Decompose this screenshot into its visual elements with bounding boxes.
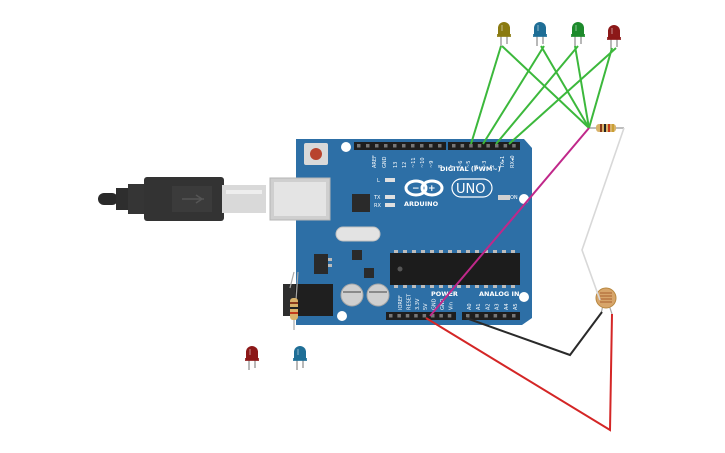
pin-label: 13: [393, 162, 399, 168]
led-tx: [385, 195, 395, 199]
led[interactable]: [497, 22, 511, 46]
power-pin-label: Vin: [448, 302, 454, 310]
led-on-label: ON: [510, 195, 518, 201]
led[interactable]: [607, 25, 621, 49]
power-pin-label: GND: [440, 298, 446, 310]
capacitor: [366, 283, 390, 307]
smd-component: [364, 268, 374, 278]
header-power-digital-high: [354, 142, 446, 150]
pin-label: ~6: [458, 161, 464, 168]
mounting-hole: [519, 292, 529, 302]
pin-label: GND: [382, 156, 388, 168]
capacitor: [340, 283, 364, 307]
header-power: [386, 312, 456, 320]
led[interactable]: [293, 346, 307, 370]
led-l: [385, 178, 395, 182]
wire-green[interactable]: [482, 45, 545, 145]
wire-green[interactable]: [540, 45, 590, 129]
chip-pins: [394, 250, 515, 288]
analog-pin-label: A2: [485, 303, 491, 310]
led[interactable]: [571, 22, 585, 46]
top-led-group: [497, 22, 621, 49]
atmega-microcontroller: [390, 253, 520, 285]
mounting-hole: [341, 142, 351, 152]
usb-cable-end: [98, 193, 118, 205]
analog-pin-label: A1: [476, 303, 482, 310]
pin-label: ~11: [411, 157, 417, 168]
led-tx-label: TX: [373, 195, 381, 201]
analog-pin-label: A5: [513, 303, 519, 310]
wire-green[interactable]: [470, 45, 502, 145]
reset-button-cap[interactable]: [310, 148, 322, 160]
pin-label: 8: [438, 165, 444, 168]
resistor-small[interactable]: [289, 271, 299, 330]
mounting-hole: [519, 194, 529, 204]
wire-white[interactable]: [581, 127, 625, 301]
usb-plug-metal: [222, 185, 266, 213]
header-digital-low: [448, 142, 520, 150]
led-on: [498, 195, 510, 200]
svg-text:+: +: [428, 184, 436, 194]
header-analog: [462, 312, 520, 320]
brand-label: ARDUINO: [404, 200, 439, 208]
bottom-header-pins: [389, 314, 516, 318]
power-label: POWER: [431, 290, 458, 298]
usb-symbol-icon: [182, 194, 204, 204]
pin-label: ~5: [466, 161, 472, 168]
pin-label: ~9: [429, 161, 435, 168]
voltage-regulator: [314, 254, 328, 274]
power-pin-label: RESET: [406, 293, 412, 310]
model-badge: [451, 178, 493, 198]
pin-label: ~3: [482, 161, 488, 168]
power-pin-label: 3.3V: [415, 298, 421, 310]
smd-component: [352, 250, 362, 260]
arduino-logo: − +: [404, 179, 444, 197]
wire-green[interactable]: [574, 45, 590, 129]
led[interactable]: [533, 22, 547, 46]
mounting-hole: [337, 311, 347, 321]
model-label: UNO: [456, 182, 485, 197]
wire-black[interactable]: [465, 311, 603, 357]
wire-green[interactable]: [588, 47, 613, 129]
wire-magenta[interactable]: [429, 127, 590, 317]
analog-pin-label: A0: [467, 303, 473, 310]
svg-text:−: −: [412, 184, 420, 194]
usb-cable[interactable]: [98, 177, 266, 221]
power-pin-label: GND: [432, 298, 438, 310]
led-rx: [385, 203, 395, 207]
pin-label: 7: [450, 165, 456, 168]
pin-label: TX▸1: [500, 156, 506, 169]
loose-led-group: [245, 346, 307, 370]
top-header-pins: [357, 144, 516, 148]
analog-pin-label: A4: [504, 303, 510, 310]
pin-label: 4: [474, 165, 480, 168]
wire-green[interactable]: [501, 45, 590, 129]
led-l-label: L: [377, 178, 380, 184]
wire-green[interactable]: [495, 45, 579, 145]
wire-red[interactable]: [425, 313, 613, 432]
pin-label: 2: [490, 165, 496, 168]
power-pin-label: 5V: [423, 303, 429, 310]
crystal-oscillator: [335, 226, 381, 242]
analog-pin-label: A3: [495, 303, 501, 310]
wires: [425, 45, 625, 432]
usb-interface-chip: [352, 194, 370, 212]
photoresistor[interactable]: [595, 287, 617, 315]
led-rx-label: RX: [374, 203, 381, 209]
pin-label: ~10: [420, 157, 426, 168]
analog-in-label: ANALOG IN: [479, 290, 519, 298]
power-pin-label: IOREF: [398, 295, 404, 310]
pin-label: AREF: [372, 155, 378, 168]
pin-label: RX◂0: [510, 155, 516, 168]
wire-green[interactable]: [508, 47, 617, 145]
pin-label: 12: [402, 162, 408, 168]
resistor-right[interactable]: [588, 124, 624, 132]
led[interactable]: [245, 346, 259, 370]
digital-pwm-label: DIGITAL (PWM~): [440, 165, 501, 173]
